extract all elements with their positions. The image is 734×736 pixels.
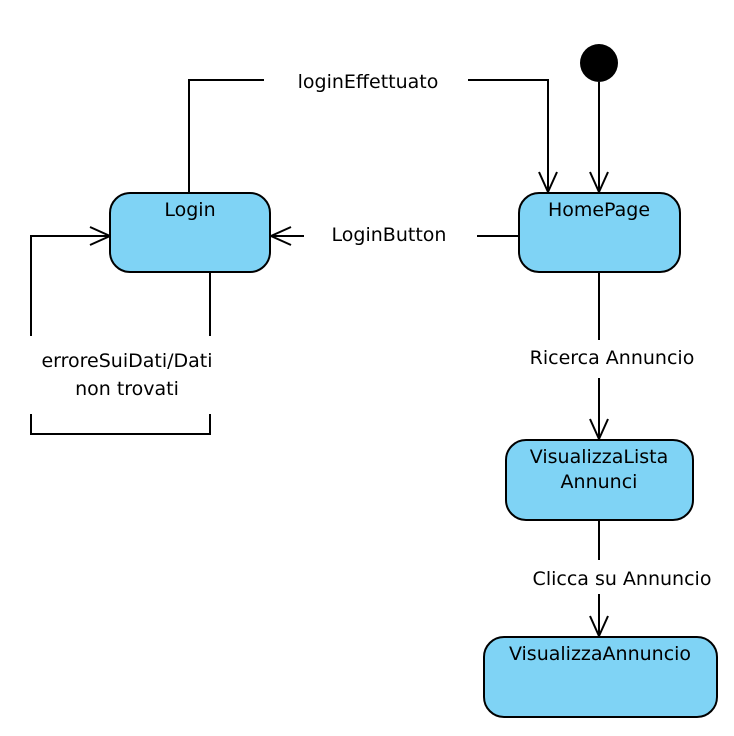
label-login-button: LoginButton xyxy=(332,224,447,246)
edge-login-to-homepage: loginEffettuato xyxy=(188,71,558,195)
initial-node xyxy=(580,44,618,82)
label-ricerca-annuncio: Ricerca Annuncio xyxy=(530,347,695,369)
state-lista-label-line1: VisualizzaLista xyxy=(530,446,668,468)
state-annuncio-label: VisualizzaAnnuncio xyxy=(509,643,691,665)
label-errore-line1: erroreSuiDati/Dati xyxy=(41,350,212,372)
state-homepage-label: HomePage xyxy=(548,199,650,221)
edge-homepage-to-login: LoginButton xyxy=(268,224,519,246)
state-homepage: HomePage xyxy=(518,192,681,273)
state-login-label: Login xyxy=(164,199,215,221)
label-clicca-annuncio: Clicca su Annuncio xyxy=(533,568,712,590)
label-errore-line2: non trovati xyxy=(75,378,179,400)
edge-homepage-to-lista: Ricerca Annuncio xyxy=(530,272,695,442)
state-lista-label-line2: Annunci xyxy=(561,471,638,493)
edge-login-self-loop: erroreSuiDati/Dati non trovati xyxy=(30,226,213,435)
edge-lista-to-annuncio: Clicca su Annuncio xyxy=(533,520,712,639)
state-login: Login xyxy=(109,192,271,273)
state-visualizza-lista-annunci: VisualizzaLista Annunci xyxy=(505,439,694,521)
label-login-effettuato: loginEffettuato xyxy=(298,71,439,93)
state-visualizza-annuncio: VisualizzaAnnuncio xyxy=(483,636,718,718)
edge-initial-to-homepage xyxy=(589,82,609,195)
